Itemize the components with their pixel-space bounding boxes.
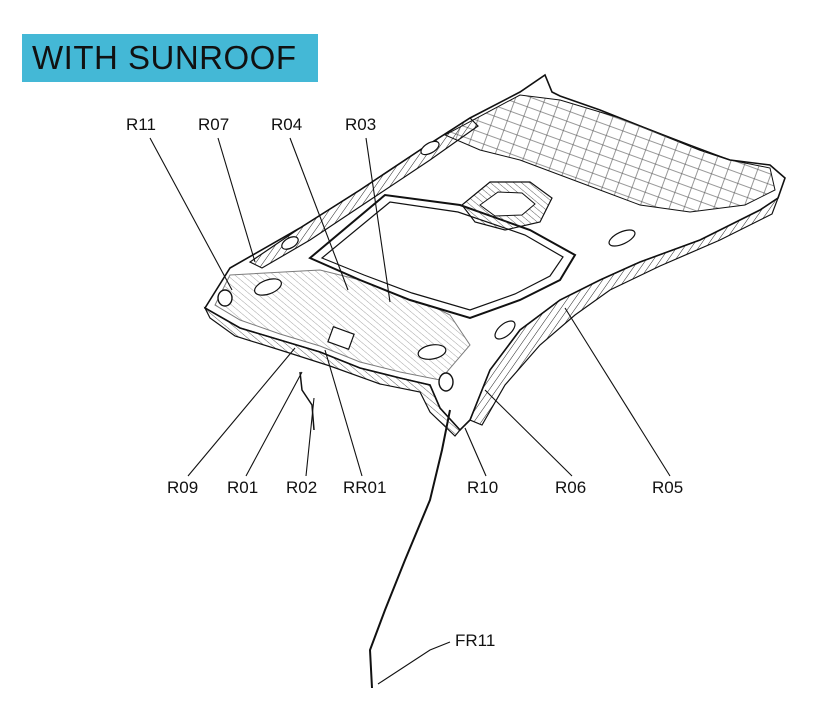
callout-r05: R05	[652, 478, 684, 497]
callout-r09: R09	[167, 478, 199, 497]
callout-r06: R06	[555, 478, 587, 497]
callout-r01: R01	[227, 478, 259, 497]
leader-fr11	[377, 641, 451, 685]
wiring-harness-fr11	[368, 409, 451, 689]
callout-r04: R04	[271, 115, 303, 134]
callout-r07: R07	[198, 115, 230, 134]
callout-fr11: FR11	[455, 631, 496, 650]
rear-lamp	[461, 181, 553, 231]
leader-r10	[464, 427, 487, 477]
leader-r04	[289, 137, 349, 291]
leader-r02	[305, 397, 315, 477]
wiring-harness-r02	[299, 371, 315, 431]
leader-lines	[149, 137, 671, 685]
callout-r10: R10	[467, 478, 499, 497]
callout-r11: R11	[126, 115, 156, 134]
leader-r01	[245, 371, 303, 477]
leader-r09	[187, 347, 296, 477]
handle-cutouts	[217, 140, 636, 392]
leader-r05	[564, 307, 671, 477]
leader-r11	[149, 137, 233, 291]
leader-r06	[484, 389, 573, 477]
leader-rr01	[324, 349, 363, 477]
leader-r03	[365, 137, 391, 303]
title-banner: WITH SUNROOF	[22, 34, 318, 82]
callout-rr01: RR01	[343, 478, 387, 497]
callout-r02: R02	[286, 478, 318, 497]
page-title: WITH SUNROOF	[32, 39, 297, 76]
leader-r07	[217, 137, 256, 263]
callout-r03: R03	[345, 115, 377, 134]
